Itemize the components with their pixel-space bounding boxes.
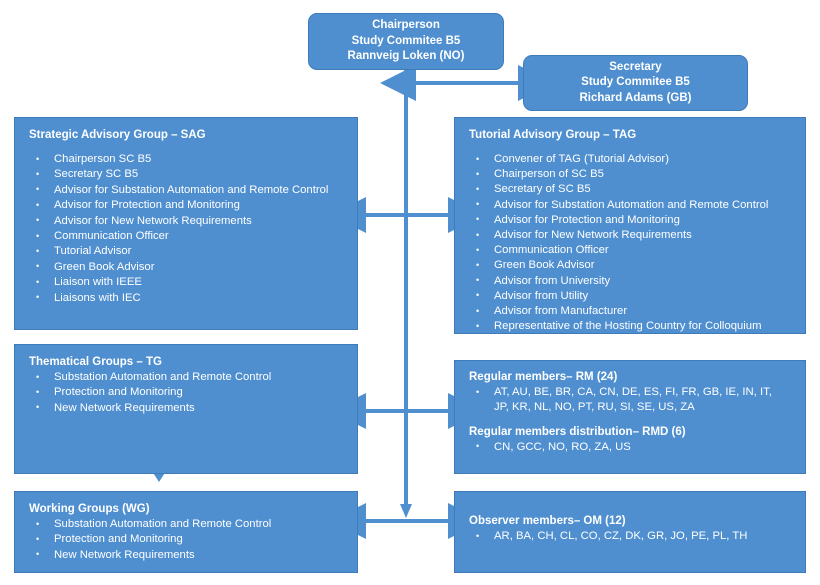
observer-members-box[interactable]: Observer members– OM (12) AR, BA, CH, CL… [454,491,806,573]
rm-countries-line1: AT, AU, BE, BR, CA, CN, DE, ES, FI, FR, … [494,386,772,398]
list-item: Advisor from Manufacturer [469,304,795,319]
list-item: Protection and Monitoring [29,385,347,401]
om-list: AR, BA, CH, CL, CO, CZ, DK, GR, JO, PE, … [469,528,795,544]
list-item: Advisor for Substation Automation and Re… [29,182,347,198]
list-item: Advisor for New Network Requirements [469,228,795,243]
list-item: Liaisons with IEC [29,290,347,306]
secretary-role: Secretary [609,60,662,73]
list-item: Communication Officer [469,243,795,258]
rm-title: Regular members– RM (24) [469,371,618,383]
secretary-text: Secretary Study Commitee B5 Richard Adam… [579,60,691,107]
list-item: Substation Automation and Remote Control [29,369,347,385]
list-item: AT, AU, BE, BR, CA, CN, DE, ES, FI, FR, … [469,385,795,416]
rm-list: AT, AU, BE, BR, CA, CN, DE, ES, FI, FR, … [469,385,795,416]
om-title: Observer members– OM (12) [469,515,626,527]
tag-list: Convener of TAG (Tutorial Advisor) Chair… [469,151,795,334]
chairperson-name: Rannveig Loken (NO) [347,50,465,63]
sag-spacer [29,143,347,152]
list-item: Tutorial Advisor [29,244,347,260]
list-item: Protection and Monitoring [29,532,347,548]
list-item: New Network Requirements [29,547,347,563]
list-item: Chairperson of SC B5 [469,167,795,182]
list-item: Advisor from University [469,273,795,289]
list-item: Green Book Advisor [469,258,795,273]
chairperson-spine-line [400,55,412,518]
list-item: Communication Officer [29,229,347,245]
secretary-box[interactable]: Secretary Study Commitee B5 Richard Adam… [523,55,748,111]
rmd-list: CN, GCC, NO, RO, ZA, US [469,439,795,455]
wg-list: Substation Automation and Remote Control… [29,516,347,563]
chairperson-committee: Study Commitee B5 [351,34,461,47]
list-item: Advisor for New Network Requirements [29,213,347,229]
rm-spacer [469,416,795,425]
tg-list: Substation Automation and Remote Control… [29,369,347,416]
chairperson-role: Chairperson [372,19,440,32]
rmd-title: Regular members distribution– RMD (6) [469,425,686,438]
list-item: Liaison with IEEE [29,275,347,291]
list-item: Advisor for Protection and Monitoring [29,198,347,214]
sag-title: Strategic Advisory Group – SAG [29,129,206,141]
rm-countries-line2: JP, KR, NL, NO, PT, RU, SI, SE, US, ZA [494,401,695,414]
tg-title: Thematical Groups – TG [29,356,162,368]
list-item: Substation Automation and Remote Control [29,516,347,532]
chairperson-text: Chairperson Study Commitee B5 Rannveig L… [348,18,465,65]
secretary-name: Richard Adams (GB) [579,91,692,104]
chairperson-box[interactable]: Chairperson Study Commitee B5 Rannveig L… [308,13,504,70]
tutorial-advisory-group-box[interactable]: Tutorial Advisory Group – TAG Convener o… [454,117,806,334]
thematical-groups-box[interactable]: Thematical Groups – TG Substation Automa… [14,344,358,474]
list-item: New Network Requirements [29,400,347,416]
tag-spacer [469,143,795,152]
list-item: Secretary of SC B5 [469,182,795,197]
secretary-committee: Study Commitee B5 [581,76,690,89]
list-item: Advisor for Protection and Monitoring [469,212,795,228]
regular-members-box[interactable]: Regular members– RM (24) AT, AU, BE, BR,… [454,360,806,474]
list-item: Advisor from Utility [469,288,795,304]
list-item: Secretary SC B5 [29,167,347,183]
list-item: AR, BA, CH, CL, CO, CZ, DK, GR, JO, PE, … [469,528,795,544]
wg-title: Working Groups (WG) [29,503,150,515]
working-groups-box[interactable]: Working Groups (WG) Substation Automatio… [14,491,358,573]
sag-list: Chairperson SC B5 Secretary SC B5 Adviso… [29,151,347,306]
list-item: Advisor for Substation Automation and Re… [469,197,795,213]
list-item: Green Book Advisor [29,259,347,275]
list-item: Representative of the Hosting Country fo… [469,319,795,334]
list-item: CN, GCC, NO, RO, ZA, US [469,439,795,455]
tag-title: Tutorial Advisory Group – TAG [469,129,637,141]
strategic-advisory-group-box[interactable]: Strategic Advisory Group – SAG Chairpers… [14,117,358,330]
list-item: Convener of TAG (Tutorial Advisor) [469,151,795,167]
list-item: Chairperson SC B5 [29,151,347,167]
